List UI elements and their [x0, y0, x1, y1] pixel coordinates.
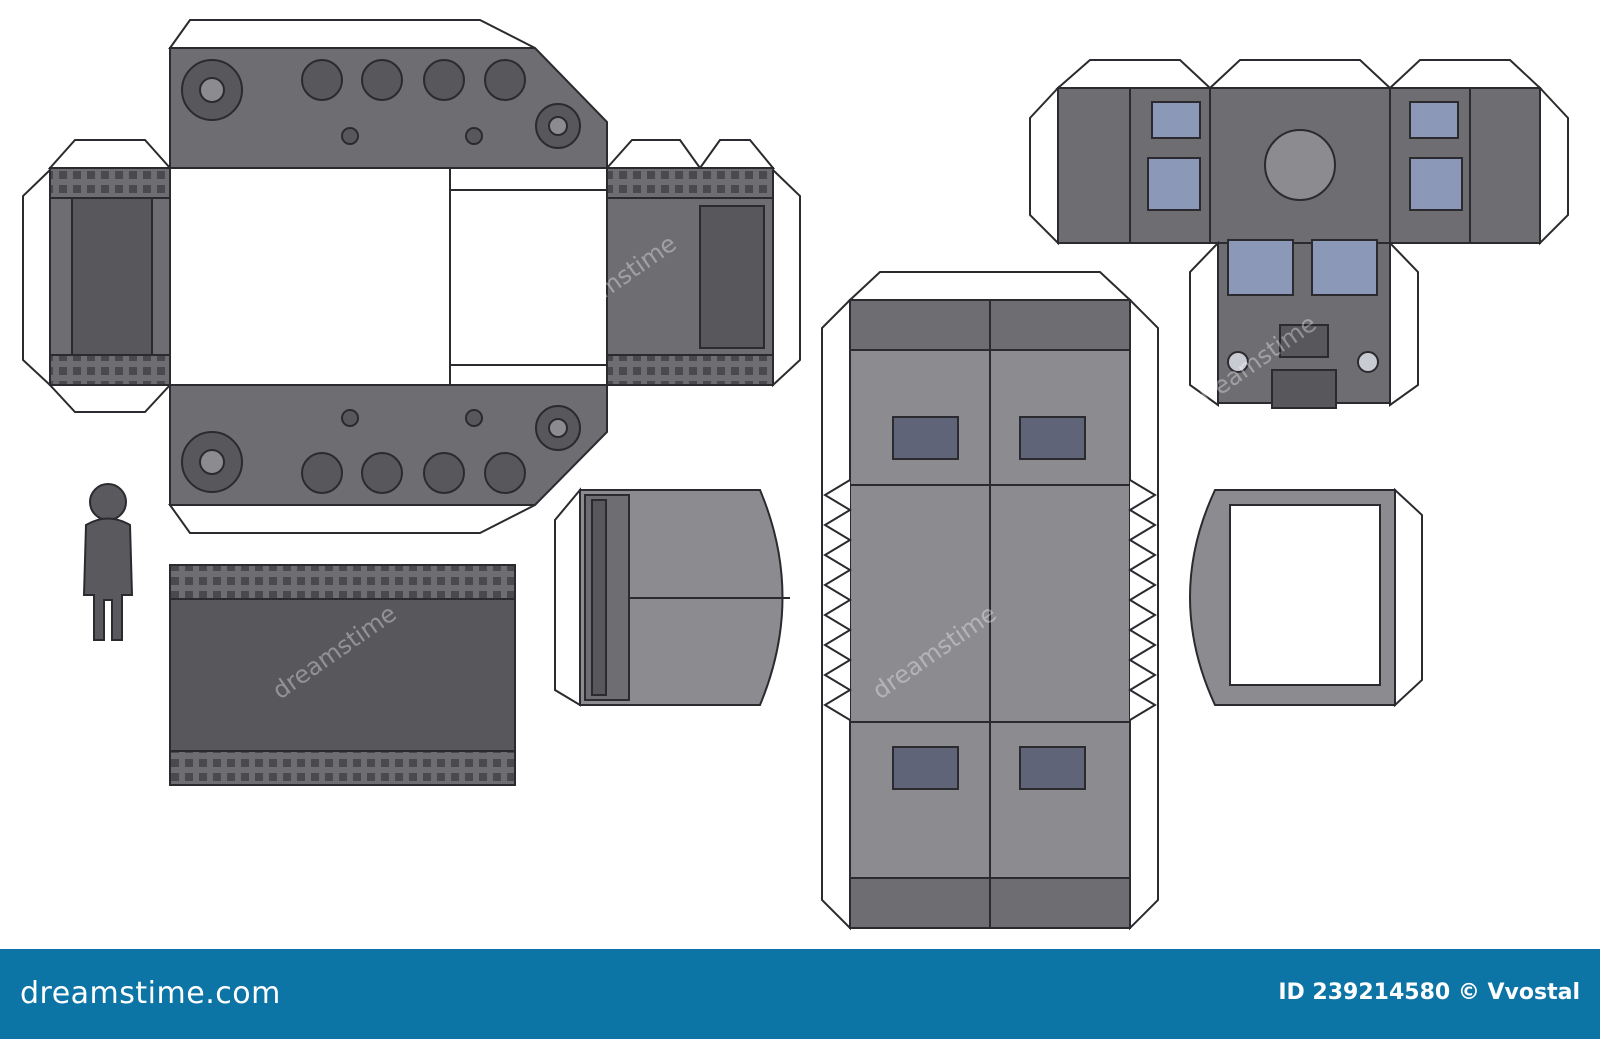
stock-footer-bar: dreamstime.com ID 239214580 © Vvostal	[0, 949, 1600, 1039]
headlight	[1357, 351, 1379, 373]
glue-tab	[604, 139, 702, 169]
windshield	[1311, 239, 1378, 296]
tread-plate	[169, 564, 516, 786]
glue-tab	[47, 139, 173, 169]
glue-tab	[1389, 240, 1419, 407]
glue-tab	[1207, 59, 1393, 89]
glue-tab	[698, 139, 776, 169]
cargo-windows	[892, 416, 1086, 790]
cab-windows	[1147, 101, 1463, 211]
bumper	[1271, 369, 1337, 409]
glue-tab	[168, 19, 536, 49]
cargo-body-net	[821, 271, 1159, 931]
radiator-grille	[1279, 324, 1329, 358]
glue-tab	[554, 487, 581, 707]
road-wheels-lower	[181, 405, 581, 494]
brand-logo-text[interactable]: dreamstime.com	[20, 976, 281, 1011]
tread-strip	[49, 167, 171, 199]
zigzag-edge	[1128, 479, 1157, 721]
hull-opening	[169, 167, 451, 386]
glue-tab	[168, 504, 536, 534]
windshield	[1227, 239, 1294, 296]
tread-strip	[606, 354, 774, 386]
glue-tab	[1387, 59, 1543, 89]
cab-hatch	[1264, 129, 1336, 201]
tread-strip	[169, 750, 516, 786]
rear-window-opening	[1229, 504, 1381, 686]
tread-strip	[49, 354, 171, 386]
cab-net	[1029, 59, 1569, 409]
glue-tab	[22, 167, 51, 388]
glue-tab	[1029, 85, 1059, 246]
glue-tab	[772, 167, 801, 388]
curved-door-panel	[554, 487, 790, 707]
tread-strip	[169, 564, 516, 600]
road-wheels-upper	[181, 59, 581, 149]
zigzag-edge	[823, 479, 852, 721]
glue-tab	[47, 384, 173, 413]
tread-strip	[606, 167, 774, 199]
glue-tab	[1539, 85, 1569, 246]
hull-net	[22, 19, 801, 534]
glue-tab	[847, 271, 1133, 301]
paper-model-cutout-sheet: dreamstime dreamstime dreamstime dreamst…	[22, 19, 1569, 931]
person-silhouette-icon	[82, 483, 134, 641]
hull-roof	[449, 189, 608, 366]
image-id-credit: ID 239214580 © Vvostal	[1278, 980, 1580, 1005]
headlight	[1227, 351, 1249, 373]
cab-rear-panel	[1189, 487, 1423, 708]
glue-tab	[1394, 487, 1423, 708]
glue-tab	[1055, 59, 1213, 89]
